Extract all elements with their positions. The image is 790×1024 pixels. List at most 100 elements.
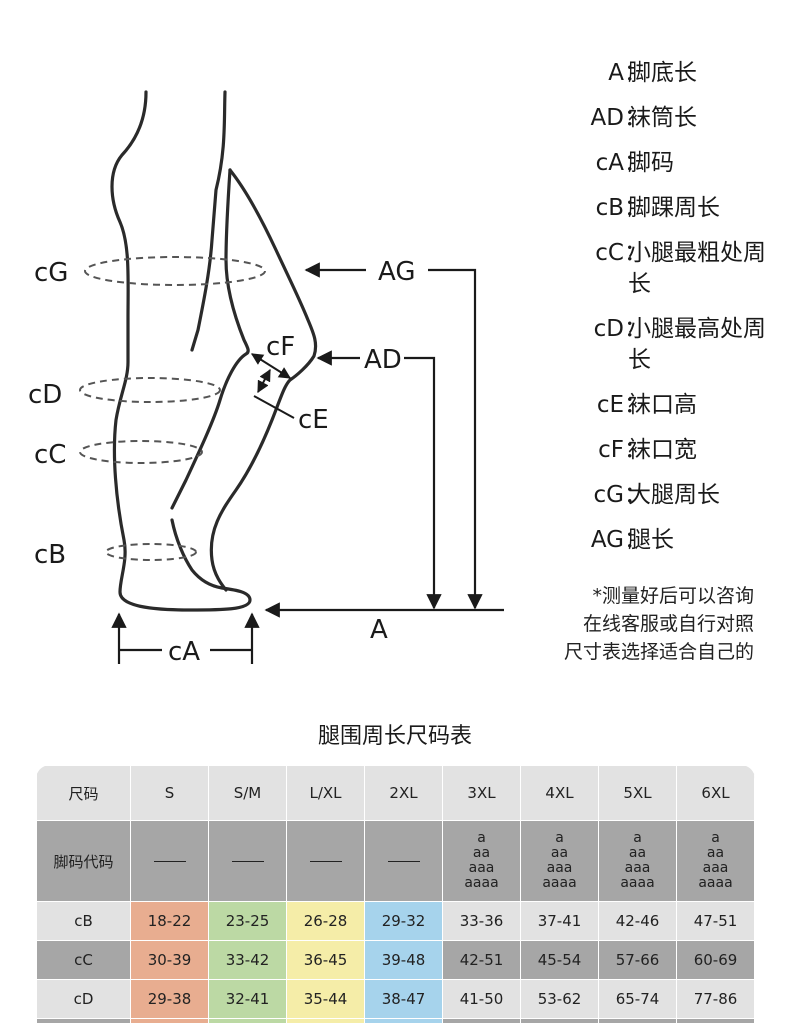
- table-row-cD: cD 29-38 32-41 35-44 38-47 41-50 53-62 6…: [36, 979, 755, 1019]
- row-label: cC: [36, 940, 131, 980]
- code-line: aa: [472, 845, 491, 861]
- table-title: 腿围周长尺码表: [317, 724, 472, 749]
- legend-desc: 小腿最粗处周长: [628, 240, 766, 297]
- legend-desc: 小腿最高处周长: [628, 316, 766, 373]
- table-cell: 41-50: [442, 979, 521, 1019]
- leg-outline-left: [110, 90, 252, 612]
- row-label: cB: [36, 901, 131, 941]
- dash-mark: [153, 861, 186, 862]
- ellipse-cG: [84, 256, 266, 286]
- label-cG: cG: [34, 258, 68, 288]
- legend-item-cF: cF：袜口宽: [560, 435, 785, 466]
- table-cell: 36-45: [286, 940, 365, 980]
- legend-item-A: A：脚底长: [560, 58, 785, 89]
- label-cF: cF: [266, 332, 295, 362]
- legend-key: cB: [595, 195, 624, 221]
- header-cell: 6XL: [676, 765, 755, 821]
- legend-item-cG: cG：大腿周长: [560, 480, 785, 511]
- code-line: aaa: [468, 860, 495, 876]
- legend-item-AD: AD：袜筒长: [560, 103, 785, 134]
- legend-key: cD: [593, 316, 624, 342]
- measurement-legend: A：脚底长 AD：袜筒长 cA：脚码 cB：脚踝周长 cC：小腿最粗处周长 cD…: [560, 58, 785, 570]
- legend-item-cD: cD：小腿最高处周长: [560, 314, 785, 376]
- table-cell: [130, 820, 209, 902]
- header-cell: 3XL: [442, 765, 521, 821]
- header-cell: 尺码: [36, 765, 131, 821]
- code-line: aaaa: [464, 875, 499, 891]
- legend-key: AG: [590, 527, 624, 553]
- legend-item-AG: AG：腿长: [560, 525, 785, 556]
- label-cC: cC: [34, 440, 66, 470]
- dash-mark: [231, 861, 264, 862]
- table-row-cut: [36, 1018, 755, 1024]
- code-line: aaaa: [698, 875, 733, 891]
- header-cell: 5XL: [598, 765, 677, 821]
- legend-key: A: [608, 60, 624, 86]
- leader-cE: [253, 395, 295, 419]
- label-AD: AD: [364, 345, 402, 375]
- table-cell: 53-62: [520, 979, 599, 1019]
- table-row-cC: cC 30-39 33-42 36-45 39-48 42-51 45-54 5…: [36, 940, 755, 980]
- code-line: aaa: [624, 860, 651, 876]
- table-cell: 30-39: [130, 940, 209, 980]
- leg-outline-right-back: [170, 168, 250, 510]
- table-cell: 29-38: [130, 979, 209, 1019]
- table-cell: 42-46: [598, 901, 677, 941]
- row-label: 脚码代码: [36, 820, 131, 902]
- note-line: 在线客服或自行对照: [582, 613, 754, 635]
- leg-outline-right: [209, 168, 318, 592]
- table-cell: [676, 1018, 755, 1024]
- label-AG: AG: [378, 257, 415, 287]
- label-A: A: [370, 615, 388, 645]
- header-cell: L/XL: [286, 765, 365, 821]
- ellipse-cC: [79, 440, 203, 464]
- legend-key: cG: [593, 482, 624, 508]
- header-cell: 2XL: [364, 765, 443, 821]
- legend-desc: 大腿周长: [628, 482, 720, 508]
- legend-key: cE: [596, 392, 624, 418]
- table-cell: 45-54: [520, 940, 599, 980]
- legend-item-cC: cC：小腿最粗处周长: [560, 238, 785, 300]
- code-line: aaa: [702, 860, 729, 876]
- table-cell: [598, 1018, 677, 1024]
- legend-desc: 腿长: [628, 527, 674, 553]
- legend-desc: 脚码: [628, 150, 674, 176]
- table-row-cB: cB 18-22 23-25 26-28 29-32 33-36 37-41 4…: [36, 901, 755, 941]
- code-line: aaaa: [542, 875, 577, 891]
- table-cell: 35-44: [286, 979, 365, 1019]
- table-header-row: 尺码 S S/M L/XL 2XL 3XL 4XL 5XL 6XL: [36, 765, 755, 821]
- table-cell: [130, 1018, 209, 1024]
- legend-desc: 袜口宽: [628, 437, 697, 463]
- table-cell: 38-47: [364, 979, 443, 1019]
- table-cell: 23-25: [208, 901, 287, 941]
- legend-key: cC: [595, 240, 624, 266]
- table-cell: [286, 820, 365, 902]
- leg-outline-left-back: [190, 90, 227, 352]
- table-cell: 37-41: [520, 901, 599, 941]
- legend-item-cA: cA：脚码: [560, 148, 785, 179]
- code-line: aaaa: [620, 875, 655, 891]
- code-line: aaa: [546, 860, 573, 876]
- arrow-AD-line: [404, 356, 442, 610]
- table-cell: 65-74: [598, 979, 677, 1019]
- table-cell: 57-66: [598, 940, 677, 980]
- legend-desc: 脚踝周长: [628, 195, 720, 221]
- label-cD: cD: [28, 380, 62, 410]
- table-cell: 33-36: [442, 901, 521, 941]
- table-cell: [442, 1018, 521, 1024]
- table-cell: 77-86: [676, 979, 755, 1019]
- table-cell: 60-69: [676, 940, 755, 980]
- measurement-note: *测量好后可以咨询 在线客服或自行对照 尺寸表选择适合自己的: [514, 582, 754, 666]
- code-line: a: [633, 830, 642, 846]
- code-line: a: [555, 830, 564, 846]
- table-cell: [208, 820, 287, 902]
- arrow-cF: [250, 353, 292, 379]
- dash-mark: [309, 861, 342, 862]
- table-cell: [208, 1018, 287, 1024]
